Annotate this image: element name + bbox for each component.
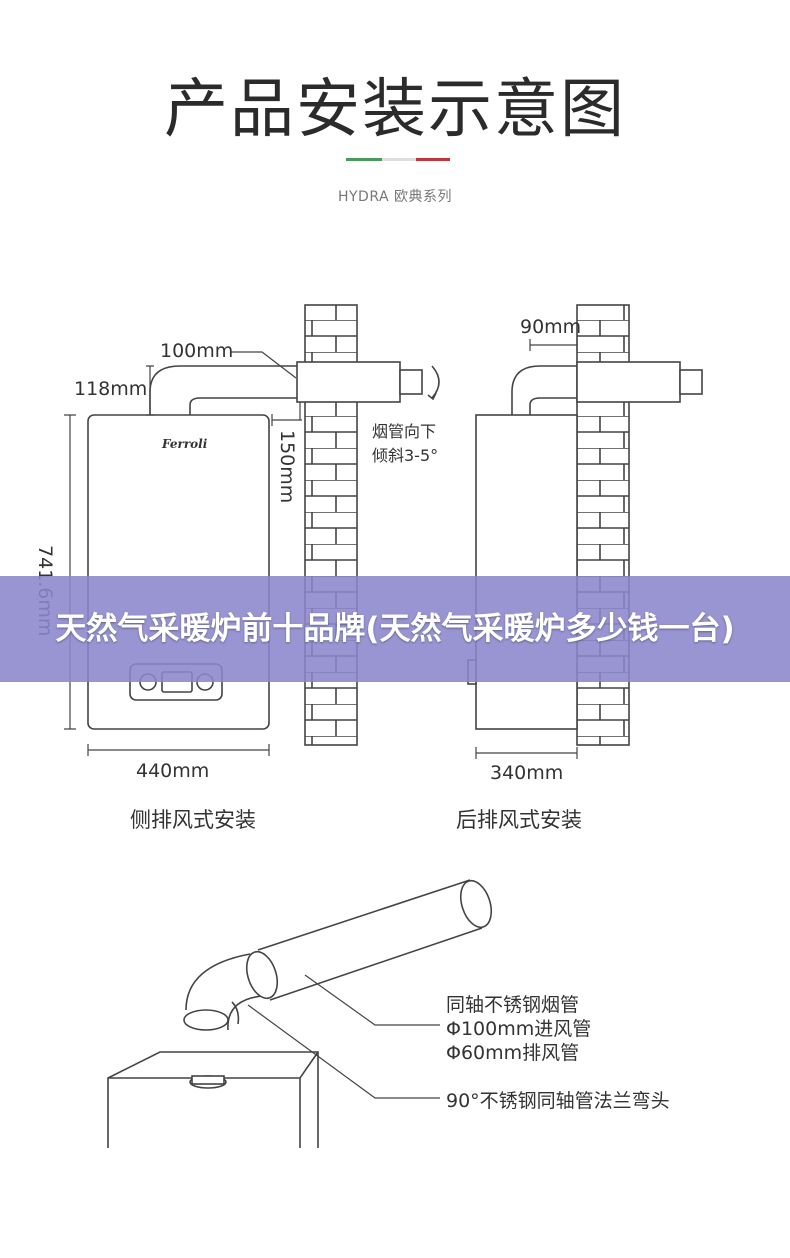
flue-pipe-rear — [576, 361, 681, 403]
flue-label2: 90°不锈钢同轴管法兰弯头 — [446, 1090, 670, 1112]
tilt-note-line2: 倾斜3-5° — [372, 446, 439, 465]
dim-height-offset: 118mm — [74, 378, 148, 400]
brand-logo: Ferroli — [162, 437, 208, 451]
divider-gray — [382, 158, 416, 161]
dim-depth: 340mm — [490, 762, 564, 784]
page-title: 产品安装示意图 — [164, 73, 626, 147]
divider-green — [346, 158, 382, 161]
flue-pipe-side — [296, 361, 401, 403]
flue-elbow-rear — [511, 365, 577, 415]
dim-wall-gap: 150mm — [276, 430, 298, 504]
divider-red — [416, 158, 450, 161]
dim-top-pipe: 100mm — [160, 340, 234, 362]
title-banner: 天然气采暖炉前十品牌(天然气采暖炉多少钱一台) — [0, 576, 790, 682]
rear-install-drawing — [467, 304, 703, 759]
series-subtitle: HYDRA 欧典系列 — [337, 189, 453, 205]
dim-pipe: 90mm — [520, 316, 582, 338]
flue-label1-line3: Φ60mm排风管 — [446, 1042, 580, 1064]
flue-label1-line1: 同轴不锈钢烟管 — [446, 994, 580, 1016]
side-install-drawing — [64, 304, 440, 756]
flue-label1-line2: Φ100mm进风管 — [446, 1018, 592, 1040]
dim-width: 440mm — [136, 760, 210, 782]
boiler-top-box — [107, 1051, 319, 1148]
rear-install-caption: 后排风式安装 — [456, 808, 582, 832]
coaxial-pipe — [257, 879, 483, 1001]
title-divider — [346, 158, 450, 161]
flue-detail-drawing — [107, 879, 493, 1148]
tilt-note-line1: 烟管向下 — [372, 422, 437, 441]
side-install-caption: 侧排风式安装 — [130, 808, 256, 832]
banner-text: 天然气采暖炉前十品牌(天然气采暖炉多少钱一台) — [55, 611, 735, 647]
flue-elbow-side — [149, 365, 300, 415]
